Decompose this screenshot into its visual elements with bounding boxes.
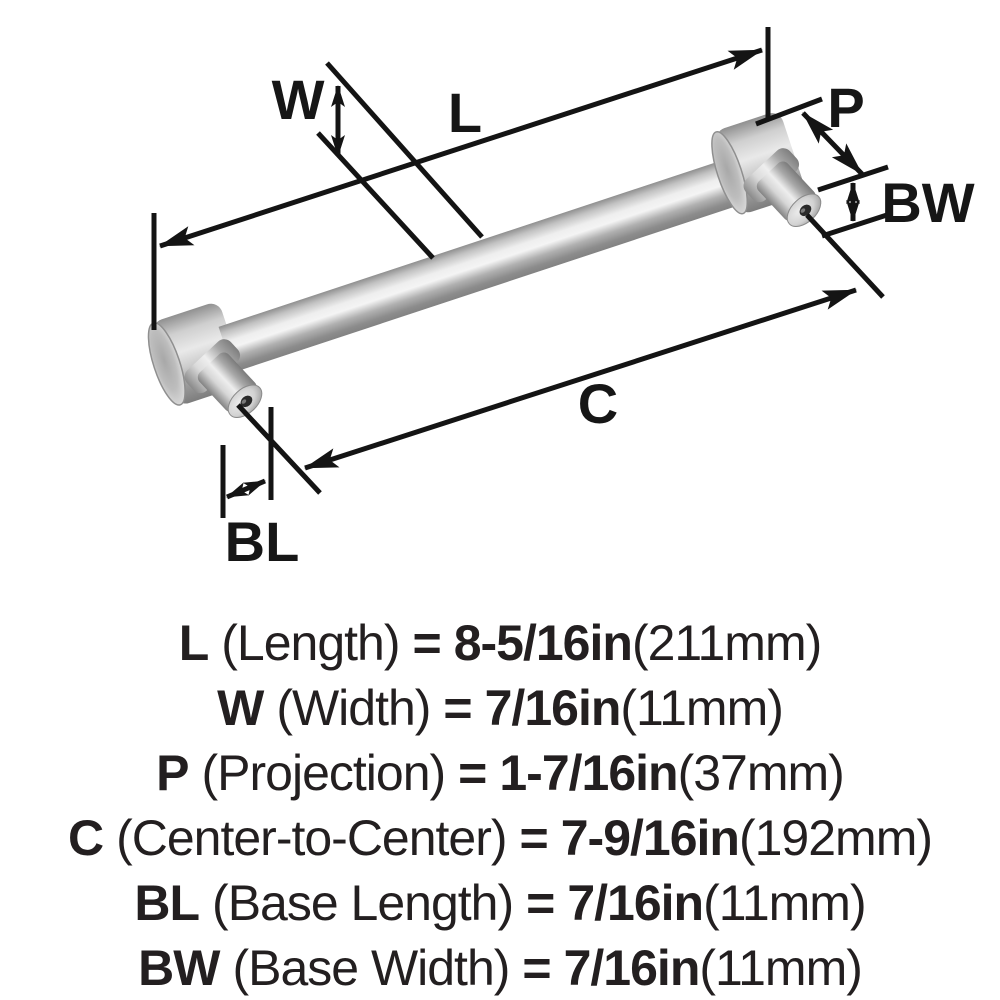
width-extension-upper: [325, 61, 484, 239]
spec-key: BL: [134, 874, 200, 931]
spec-name: (Center-to-Center): [116, 809, 507, 866]
spec-key: C: [67, 809, 104, 866]
spec-value-metric: (11mm): [620, 679, 784, 736]
spec-line-width: W (Width) = 7/16in(11mm): [0, 675, 1000, 740]
handle-diagram: W L P BW C BL: [147, 27, 975, 573]
equals-sign: =: [458, 744, 487, 801]
dimension-spec-list: L (Length) = 8-5/16in(211mm) W (Width) =…: [0, 610, 1000, 1000]
spec-value-imperial: 7/16in: [567, 874, 704, 931]
width-label: W: [272, 68, 325, 131]
spec-value-imperial: 7/16in: [484, 679, 622, 736]
spec-value-metric: (37mm): [677, 744, 845, 801]
right-post-stem: [743, 148, 822, 227]
spec-value-imperial: 8-5/16in: [453, 614, 633, 671]
spec-value-imperial: 1-7/16in: [499, 744, 678, 801]
base-length-label: BL: [225, 510, 300, 573]
spec-line-projection: P (Projection) = 1-7/16in(37mm): [0, 740, 1000, 805]
left-post-stem: [184, 339, 263, 418]
spec-key: P: [156, 744, 189, 801]
spec-value-metric: (11mm): [699, 939, 863, 996]
projection-tick: [755, 96, 823, 127]
spec-line-base-width: BW (Base Width) = 7/16in(11mm): [0, 935, 1000, 1000]
center-dimension-arrow: [304, 287, 857, 471]
left-screw-hole: [240, 395, 253, 408]
equals-sign: =: [443, 679, 472, 736]
spec-name: (Length): [221, 614, 400, 671]
handle-bar: [218, 150, 768, 373]
spec-line-base-length: BL (Base Length) = 7/16in(11mm): [0, 870, 1000, 935]
spec-line-center-to-center: C (Center-to-Center) = 7-9/16in(192mm): [0, 805, 1000, 870]
spec-value-metric: (11mm): [703, 874, 867, 931]
center-to-center-label: C: [578, 372, 618, 435]
equals-sign: =: [519, 809, 549, 866]
spec-name: (Width): [276, 679, 431, 736]
spec-value-imperial: 7/16in: [563, 939, 701, 996]
length-dimension-arrow: [159, 47, 763, 249]
spec-key: L: [178, 614, 210, 671]
right-screw-hole: [799, 204, 812, 217]
center-extension-right: [805, 213, 885, 299]
spec-value-imperial: 7-9/16in: [560, 809, 740, 866]
base-width-tick-bottom: [821, 211, 891, 239]
base-width-label: BW: [881, 171, 974, 234]
equals-sign: =: [412, 614, 442, 671]
base-length-dimension-arrow: [226, 478, 266, 500]
spec-key: W: [217, 679, 264, 736]
width-extension-lower: [316, 131, 435, 260]
spec-value-metric: (211mm): [631, 614, 822, 671]
equals-sign: =: [522, 939, 551, 996]
spec-value-metric: (192mm): [738, 809, 933, 866]
projection-label: P: [827, 76, 864, 139]
spec-line-length: L (Length) = 8-5/16in(211mm): [0, 610, 1000, 675]
equals-sign: =: [526, 874, 555, 931]
base-width-tick-top: [817, 164, 889, 193]
length-label: L: [448, 81, 482, 144]
projection-dimension-arrow: [801, 111, 864, 176]
spec-name: (Base Length): [212, 874, 514, 931]
center-extension-left: [236, 403, 322, 495]
spec-key: BW: [138, 939, 220, 996]
spec-name: (Base Width): [232, 939, 510, 996]
spec-name: (Projection): [201, 744, 447, 801]
